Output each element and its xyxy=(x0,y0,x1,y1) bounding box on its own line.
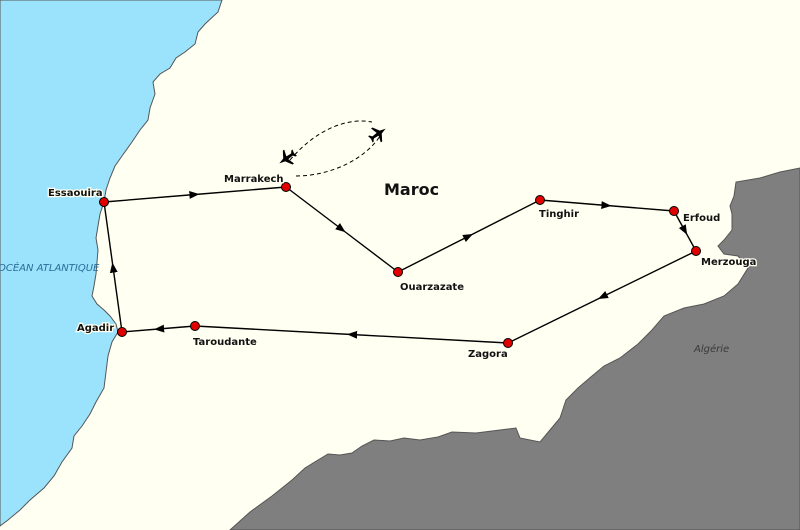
city-marker-marrakech[interactable] xyxy=(281,182,291,192)
city-label-marrakech: Marrakech xyxy=(224,174,284,185)
city-marker-taroudante[interactable] xyxy=(190,321,200,331)
city-marker-tinghir[interactable] xyxy=(535,195,545,205)
route-segment-erfoud-merzouga xyxy=(673,210,697,252)
city-label-erfoud: Erfoud xyxy=(683,213,720,224)
city-label-agadir: Agadir xyxy=(77,323,114,334)
city-label-ouarzazate: Ouarzazate xyxy=(400,282,464,293)
route-segment-merzouga-zagora xyxy=(507,250,697,344)
route-segment-essaouira-marrakech xyxy=(103,186,287,203)
city-label-taroudante: Taroudante xyxy=(193,337,257,348)
city-marker-essaouira[interactable] xyxy=(99,197,109,207)
country-label: Maroc xyxy=(384,180,439,199)
algeria-region xyxy=(229,167,800,530)
route-segment-agadir-essaouira xyxy=(103,201,123,333)
ocean-label: OCÉAN ATLANTIQUE xyxy=(0,261,100,274)
city-label-tinghir: Tinghir xyxy=(539,209,579,220)
city-label-zagora: Zagora xyxy=(468,349,508,360)
city-label-essaouira: Essaouira xyxy=(48,188,103,199)
city-markers xyxy=(99,182,701,348)
route-segment-ouarzazate-tinghir xyxy=(397,199,541,273)
city-marker-agadir[interactable] xyxy=(117,327,127,337)
airplane-icon xyxy=(279,149,297,165)
route-segment-marrakech-ouarzazate xyxy=(285,186,399,273)
route-segment-zagora-taroudante xyxy=(194,325,509,344)
route-layer xyxy=(103,186,697,344)
flight-path xyxy=(289,120,381,177)
city-marker-erfoud[interactable] xyxy=(669,206,679,216)
city-marker-merzouga[interactable] xyxy=(691,246,701,256)
route-segment-tinghir-erfoud xyxy=(539,199,675,212)
algeria-label: Algérie xyxy=(693,343,729,355)
atlantic-ocean xyxy=(0,0,223,527)
city-label-merzouga: Merzouga xyxy=(701,257,756,268)
airplane-icon xyxy=(368,127,386,143)
route-segment-taroudante-agadir xyxy=(121,324,196,333)
city-marker-zagora[interactable] xyxy=(503,338,513,348)
city-marker-ouarzazate[interactable] xyxy=(393,267,403,277)
